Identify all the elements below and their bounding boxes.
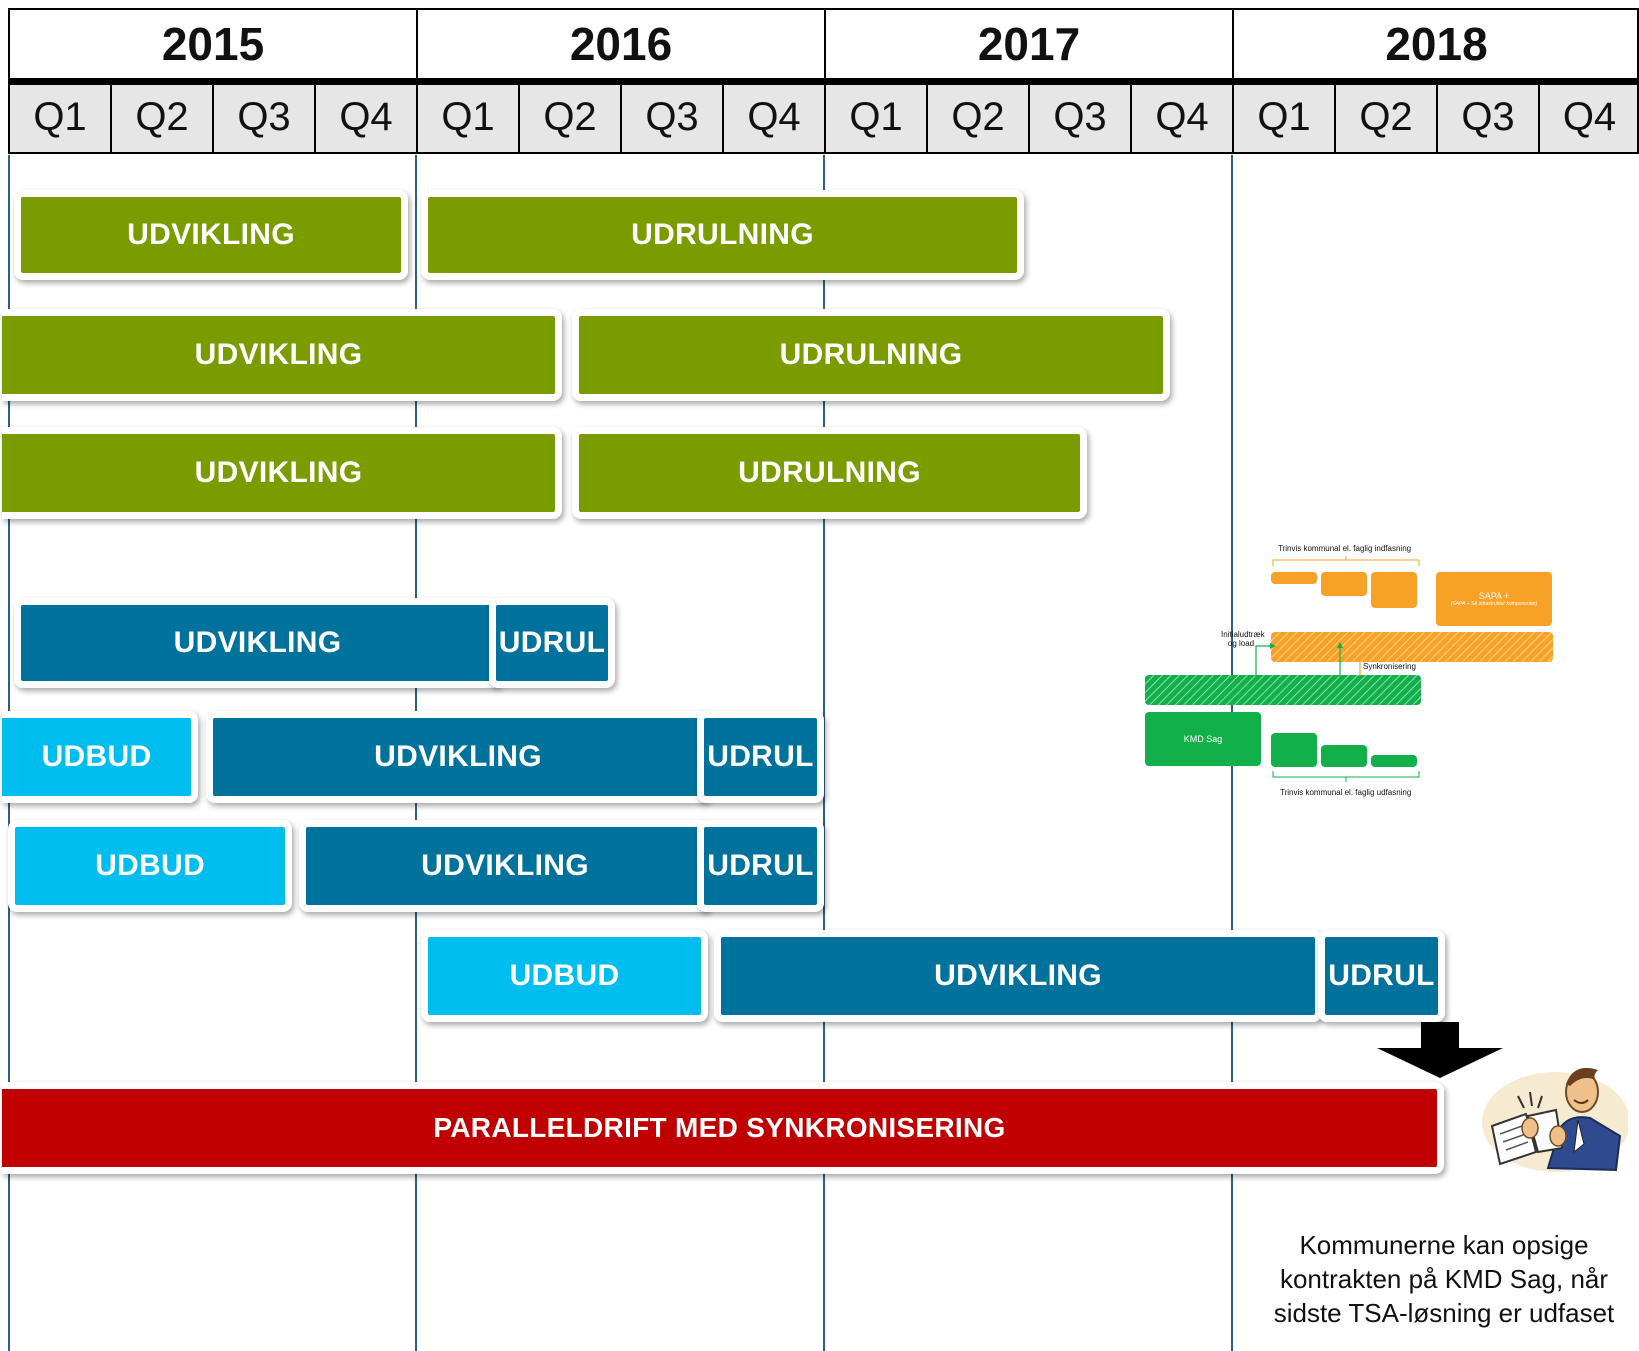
year-cell-2015: 2015 [8,8,416,80]
mini-top-label: Trinvis kommunal el. faglig indfasning [1278,544,1412,553]
header-divider [8,80,1639,85]
quarter-cell: Q4 [1538,80,1639,154]
quarter-cell: Q2 [110,80,212,154]
quarter-cell: Q1 [1232,80,1334,154]
mini-sync-label: Synkronisering [1363,662,1416,671]
mini-orange-box [1371,572,1417,608]
quarter-cell: Q3 [1028,80,1130,154]
bar-udbud: UDBUD [8,820,292,912]
quarter-cell: Q3 [212,80,314,154]
quarter-cell: Q2 [926,80,1028,154]
bar-udvikling: UDVIKLING [14,598,501,688]
bar-udrulning: UDRULNING [421,190,1024,280]
bar-udvikling: UDVIKLING [2,427,562,519]
quarter-cell: Q3 [1436,80,1538,154]
bar-udvikling: UDVIKLING [299,820,711,912]
mini-sapa-sub: (SAPA + SA infrastruktur komponenter) [1450,601,1538,607]
bar-udvikling: UDVIKLING [14,190,408,280]
mini-bottom-label: Trinvis kommunal el. faglig udfasning [1280,788,1412,797]
bar-udbud: UDBUD [421,930,708,1022]
quarter-cell: Q2 [1334,80,1436,154]
quarter-cell: Q4 [722,80,824,154]
mini-orange-box [1271,572,1317,584]
mini-green-box [1321,745,1367,767]
mini-green-box [1271,733,1317,767]
bar-udrul: UDRUL [489,598,615,688]
mini-kmd-box: KMD Sag [1145,712,1261,766]
mini-kmd-label: KMD Sag [1183,734,1223,744]
bar-paralleldrift: PARALLELDRIFT MED SYNKRONISERING [2,1082,1444,1174]
bar-udrulning: UDRULNING [572,427,1087,519]
mini-sapa-title: SAPA + [1478,591,1510,601]
mini-orange-box [1321,572,1367,596]
note-text: Kommunerne kan opsige kontrakten på KMD … [1273,1230,1615,1328]
bar-udrul: UDRUL [697,711,824,803]
mini-sapa-box: SAPA + (SAPA + SA infrastruktur komponen… [1436,572,1552,626]
quarter-cell: Q4 [314,80,416,154]
bar-udrulning: UDRULNING [572,309,1170,401]
bar-udvikling: UDVIKLING [2,309,562,401]
bar-udvikling: UDVIKLING [714,930,1322,1022]
mini-initial-label: Initialudtræk og load [1221,630,1265,648]
year-cell-2016: 2016 [416,8,824,80]
quarter-cell: Q4 [1130,80,1232,154]
header-right-border [1637,8,1639,154]
bar-udrul: UDRUL [1318,930,1445,1022]
quarter-cell: Q1 [824,80,926,154]
year-cell-2018: 2018 [1232,8,1639,80]
quarter-cell: Q1 [8,80,110,154]
year-gridline [823,155,825,1351]
quarter-cell: Q2 [518,80,620,154]
bar-udrul: UDRUL [697,820,824,912]
quarter-cell: Q3 [620,80,722,154]
year-cell-2017: 2017 [824,8,1232,80]
man-tearing-paper-icon [1470,1056,1630,1176]
bar-udbud: UDBUD [2,711,198,803]
mini-green-box [1371,755,1417,767]
bar-udvikling: UDVIKLING [206,711,710,803]
quarter-cell: Q1 [416,80,518,154]
